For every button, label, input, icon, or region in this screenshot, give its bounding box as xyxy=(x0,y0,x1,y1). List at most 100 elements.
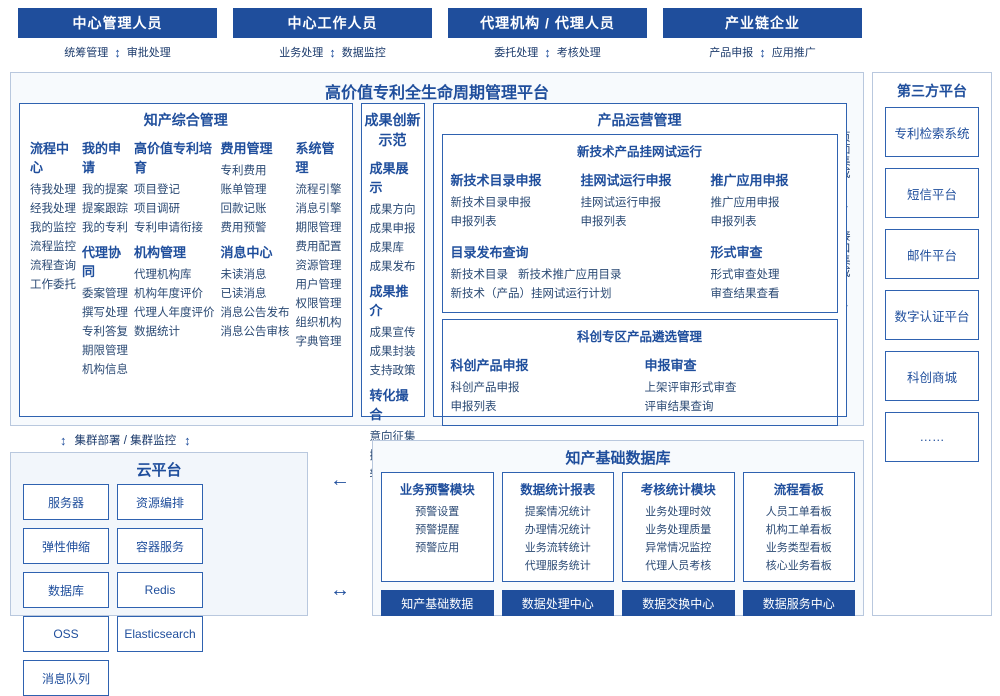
group-item[interactable]: 项目登记 xyxy=(134,184,180,196)
role-card-0[interactable]: 中心管理人员 xyxy=(18,8,217,38)
group-item[interactable]: 代理人年度评价 xyxy=(134,307,215,319)
group-item[interactable]: 账单管理 xyxy=(220,184,267,196)
group-item[interactable]: 流程引擎 xyxy=(295,184,342,196)
group-item[interactable]: 消息公告审核 xyxy=(220,326,290,338)
role-card-1[interactable]: 中心工作人员 xyxy=(233,8,432,38)
group-item[interactable]: 申报列表 xyxy=(580,216,627,228)
db-module-item[interactable]: 业务类型看板 xyxy=(765,542,832,554)
db-module-item[interactable]: 代理服务统计 xyxy=(524,560,591,572)
group-item[interactable]: 成果方向 xyxy=(369,204,416,216)
group-item[interactable]: 新技术（产品）挂网试运行计划 xyxy=(450,288,612,300)
group-item[interactable]: 申报列表 xyxy=(450,216,497,228)
group-item[interactable]: 期限管理 xyxy=(82,345,128,357)
group-item[interactable]: 我的专利 xyxy=(82,222,128,234)
group-item[interactable]: 工作委托 xyxy=(30,279,76,291)
db-module-item[interactable]: 预警提醒 xyxy=(415,524,460,536)
group-item[interactable]: 专利答复 xyxy=(82,326,128,338)
group-item[interactable]: 专利申请衔接 xyxy=(134,222,203,234)
cloud-item-message-queue[interactable]: 消息队列 xyxy=(23,660,109,696)
cloud-item-orchestration[interactable]: 资源编排 xyxy=(117,484,203,520)
group-item[interactable]: 组织机构 xyxy=(295,317,342,329)
group-item[interactable]: 成果申报 xyxy=(369,223,416,235)
db-module-item[interactable]: 预警设置 xyxy=(415,506,460,518)
db-module-item[interactable]: 预警应用 xyxy=(415,542,460,554)
group-item[interactable]: 申报列表 xyxy=(710,216,757,228)
db-module-item[interactable]: 机构工单看板 xyxy=(765,524,832,536)
group-item[interactable]: 委案管理 xyxy=(82,288,128,300)
third-party-item-digital-cert[interactable]: 数字认证平台 xyxy=(885,290,979,340)
db-module-item[interactable]: 代理人员考核 xyxy=(645,560,712,572)
group-item[interactable]: 费用配置 xyxy=(295,241,342,253)
db-module-item[interactable]: 人员工单看板 xyxy=(765,506,832,518)
group-item[interactable]: 我的监控 xyxy=(30,222,76,234)
group-item[interactable]: 支持政策 xyxy=(369,365,416,377)
group-item[interactable]: 消息引擎 xyxy=(295,203,342,215)
cloud-item-oss[interactable]: OSS xyxy=(23,616,109,652)
db-module-item[interactable]: 业务流转统计 xyxy=(524,542,591,554)
group-item[interactable]: 资源管理 xyxy=(295,260,342,272)
group-item[interactable]: 成果封装 xyxy=(369,346,416,358)
group-item[interactable]: 项目调研 xyxy=(134,203,180,215)
group-item[interactable]: 未读消息 xyxy=(220,269,267,281)
db-module-item[interactable]: 核心业务看板 xyxy=(765,560,832,572)
group-head: 我的申请 xyxy=(82,141,122,175)
group-item[interactable]: 专利费用 xyxy=(220,165,267,177)
db-module-item[interactable]: 业务处理质量 xyxy=(645,524,712,536)
cloud-item-elastic-scaling[interactable]: 弹性伸缩 xyxy=(23,528,109,564)
third-party-item-email[interactable]: 邮件平台 xyxy=(885,229,979,279)
third-party-item-patent-search[interactable]: 专利检索系统 xyxy=(885,107,979,157)
group-item[interactable]: 流程查询 xyxy=(30,260,76,272)
cloud-item-elasticsearch[interactable]: Elasticsearch xyxy=(117,616,203,652)
group-item[interactable]: 回款记账 xyxy=(220,203,267,215)
group-head: 高价值专利培育 xyxy=(134,141,213,175)
group-item[interactable]: 字典管理 xyxy=(295,336,342,348)
group-item[interactable]: 消息公告发布 xyxy=(220,307,290,319)
group-item[interactable]: 推广应用申报 xyxy=(710,197,780,209)
group-item[interactable]: 新技术目录申报 xyxy=(450,197,532,209)
group-item[interactable]: 数据统计 xyxy=(134,326,180,338)
group-item[interactable]: 经我处理 xyxy=(30,203,76,215)
group-item[interactable]: 机构信息 xyxy=(82,364,128,376)
group-item[interactable]: 期限管理 xyxy=(295,222,342,234)
group-item[interactable]: 用户管理 xyxy=(295,279,342,291)
group-item[interactable]: 新技术目录 xyxy=(450,269,509,281)
db-module-item[interactable]: 异常情况监控 xyxy=(645,542,712,554)
group-item[interactable]: 成果发布 xyxy=(369,261,416,273)
group-item[interactable]: 科创产品申报 xyxy=(450,382,520,394)
db-module-item[interactable]: 业务处理时效 xyxy=(645,506,712,518)
role-card-3[interactable]: 产业链企业 xyxy=(663,8,862,38)
db-module-item[interactable]: 办理情况统计 xyxy=(524,524,591,536)
group-item[interactable]: 新技术推广应用目录 xyxy=(518,269,622,281)
group-item[interactable]: 代理机构库 xyxy=(134,269,192,281)
group-item[interactable]: 我的提案 xyxy=(82,184,128,196)
group-item[interactable]: 已读消息 xyxy=(220,288,267,300)
third-party-item-more[interactable]: …… xyxy=(885,412,979,462)
db-module-item[interactable]: 提案情况统计 xyxy=(524,506,591,518)
group-item[interactable]: 成果库 xyxy=(369,242,405,254)
group-item[interactable]: 机构年度评价 xyxy=(134,288,203,300)
group-item[interactable]: 提案跟踪 xyxy=(82,203,128,215)
group-item[interactable]: 待我处理 xyxy=(30,184,76,196)
group-item[interactable]: 成果宣传 xyxy=(369,327,416,339)
third-party-item-sms[interactable]: 短信平台 xyxy=(885,168,979,218)
group-item[interactable]: 形式审查处理 xyxy=(710,269,780,281)
group-item[interactable]: 申报列表 xyxy=(450,401,497,413)
cloud-item-database[interactable]: 数据库 xyxy=(23,572,109,608)
group-item[interactable]: 评审结果查询 xyxy=(644,401,714,413)
group-item[interactable]: 权限管理 xyxy=(295,298,342,310)
db-button-processing-center[interactable]: 数据处理中心 xyxy=(501,590,614,616)
role-card-2[interactable]: 代理机构 / 代理人员 xyxy=(448,8,647,38)
group-item[interactable]: 撰写处理 xyxy=(82,307,128,319)
group-item[interactable]: 上架评审形式审查 xyxy=(644,382,737,394)
cloud-item-redis[interactable]: Redis xyxy=(117,572,203,608)
db-button-base-data[interactable]: 知产基础数据 xyxy=(381,590,494,616)
group-item[interactable]: 费用预警 xyxy=(220,222,267,234)
cloud-item-container[interactable]: 容器服务 xyxy=(117,528,203,564)
group-item[interactable]: 审查结果查看 xyxy=(710,288,780,300)
cloud-item-server[interactable]: 服务器 xyxy=(23,484,109,520)
third-party-item-sci-mall[interactable]: 科创商城 xyxy=(885,351,979,401)
group-item[interactable]: 挂网试运行申报 xyxy=(580,197,662,209)
db-button-exchange-center[interactable]: 数据交换中心 xyxy=(622,590,735,616)
db-button-service-center[interactable]: 数据服务中心 xyxy=(742,590,855,616)
group-item[interactable]: 流程监控 xyxy=(30,241,76,253)
